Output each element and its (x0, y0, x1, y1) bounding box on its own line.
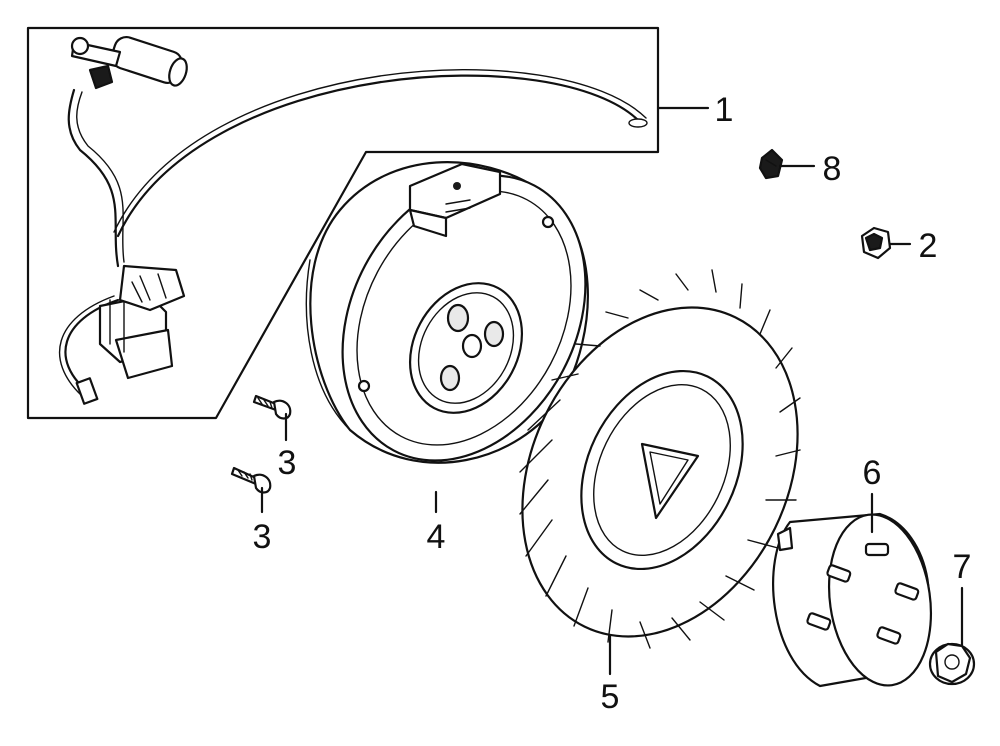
bolt-lower (230, 466, 272, 494)
ignition-coil-assembly (58, 35, 648, 405)
callout-4: 4 (427, 518, 446, 556)
callout-2: 2 (919, 227, 938, 265)
leader-lines (260, 106, 964, 676)
bolt-upper (252, 394, 292, 420)
callout-7: 7 (953, 548, 972, 586)
starter-cup (772, 512, 933, 688)
clip (758, 148, 784, 180)
cooling-fan (519, 269, 801, 649)
nut (860, 226, 892, 260)
ignition-group-frame (26, 26, 660, 420)
flywheel (305, 161, 589, 464)
callout-8: 8 (823, 150, 842, 188)
callout-5: 5 (601, 678, 620, 716)
flange-nut (928, 642, 976, 686)
callout-1: 1 (715, 91, 734, 129)
callout-3-lower: 3 (253, 518, 272, 556)
callout-6: 6 (863, 454, 882, 492)
callout-3-upper: 3 (278, 444, 297, 482)
